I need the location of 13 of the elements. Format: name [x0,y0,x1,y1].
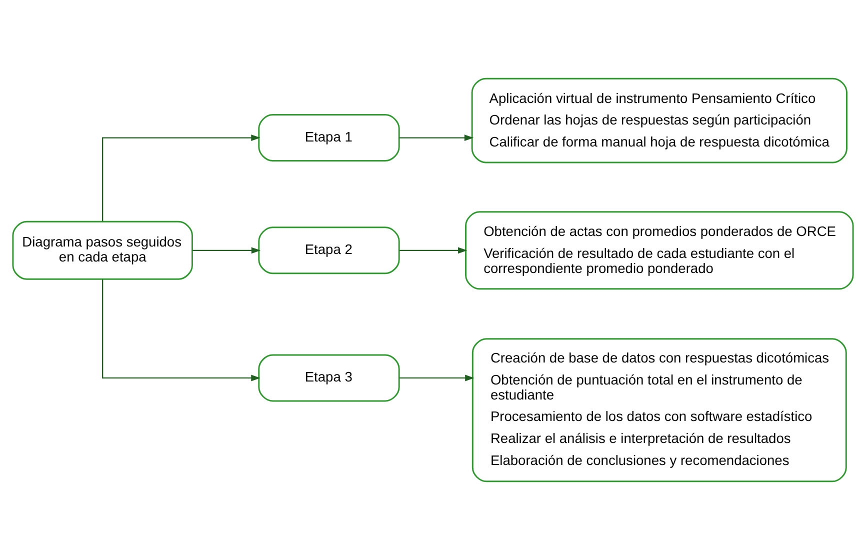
arrow [399,134,474,141]
arrow [102,279,260,382]
node-box: Etapa 2 [258,226,400,274]
arrow [399,247,468,254]
node-box: Etapa 3 [258,354,400,402]
node-box: Aplicación virtual de instrumento Pensamiento Crítico Ordenar las hojas de respuestas según participación Calificar de forma manual hoja de respuesta dicotómica [471,78,848,164]
node-box: Obtención de actas con promedios ponderados de ORCE Verificación de resultado de cada estudiante con el correspondiente promedio ponderado [465,211,854,290]
node-box: Creación de base de datos con respuestas dicotómicas Obtención de puntuación total en el instrumento de estudiante Procesamiento de los datos con software estadístico Realizar el análisis e interpretación de resultados Elaboración de conclusiones y recomendaciones [472,338,847,482]
arrow [192,247,261,254]
arrow [399,374,474,382]
node-box: Etapa 1 [258,114,400,162]
arrow [102,134,260,222]
node-box: Diagrama pasos seguidos en cada etapa [12,220,193,280]
